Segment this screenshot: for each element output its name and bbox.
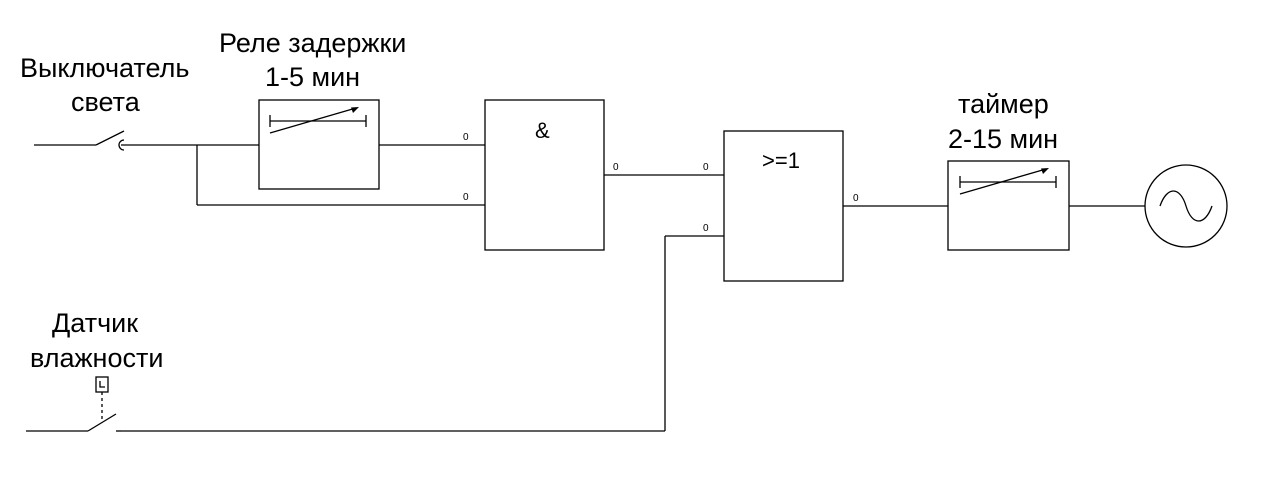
ac-motor-icon <box>1144 164 1228 248</box>
sensor-label-line1: Датчик <box>52 308 138 338</box>
or-input-1-label: 0 <box>703 162 709 173</box>
or-gate-block <box>723 130 844 282</box>
or-gate-symbol: >=1 <box>762 148 800 173</box>
timer-label-line1: таймер <box>958 89 1049 119</box>
or-output-label: 0 <box>853 193 859 204</box>
switch-label-line1: Выключатель <box>20 53 189 83</box>
humidity-sensor-icon <box>95 376 109 420</box>
relay-label-line2: 1-5 мин <box>265 62 360 92</box>
and-input-2-label: 0 <box>463 192 469 203</box>
wire-sensor-to-or <box>121 235 724 432</box>
adjustable-arrow-icon <box>269 107 367 134</box>
timer-block <box>947 160 1070 251</box>
switch-label-line2: света <box>71 87 141 117</box>
light-switch <box>34 130 125 151</box>
and-input-1-label: 0 <box>463 132 469 143</box>
or-input-2-label: 0 <box>703 223 709 234</box>
sensor-label-line2: влажности <box>30 343 163 373</box>
timer-label-line2: 2-15 мин <box>948 124 1058 154</box>
humidity-sensor-switch <box>26 413 121 432</box>
adjustable-arrow-icon <box>959 168 1057 195</box>
and-output-label: 0 <box>613 162 619 173</box>
relay-label-line1: Реле задержки <box>219 28 406 58</box>
and-gate-block <box>484 99 605 251</box>
delay-relay-block <box>258 99 380 190</box>
and-gate-symbol: & <box>535 118 550 143</box>
wire-switch-to-relay <box>121 144 485 206</box>
